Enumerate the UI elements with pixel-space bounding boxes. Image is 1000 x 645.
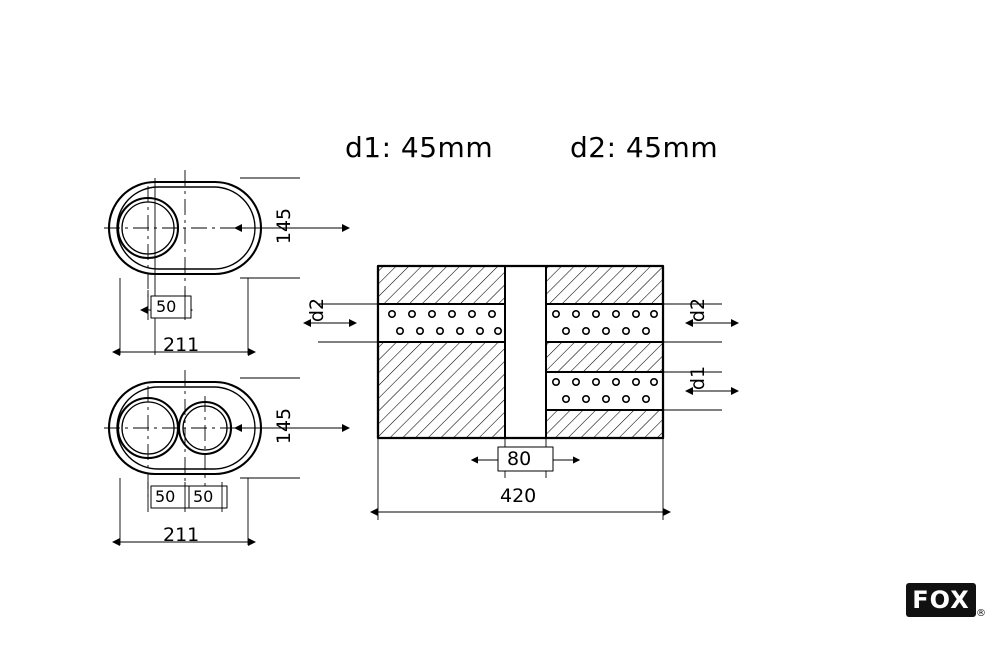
pipe-label-d2-left: d2 [306,297,329,323]
dim-145-bottom-text: 145 [273,407,296,445]
d2-diameter-label: d2: 45mm [570,131,719,164]
centerlines-top-view [104,170,300,300]
dim-50-top-text: 50 [156,297,177,316]
perforation-dots [387,309,658,403]
view-section [376,264,665,440]
fox-logo-text: FOX [912,586,970,614]
centerlines-bottom-view [104,370,300,500]
dim-211-bottom-text: 211 [163,524,200,546]
extension-lines-top-view [119,177,300,355]
extension-lines-bottom-view [119,377,300,545]
dim-50-left-text: 50 [155,487,176,506]
dim-211-top-text: 211 [163,334,200,356]
dim-50-top [140,290,193,320]
registered-mark: ® [976,608,987,619]
dim-50-50-bottom [147,482,228,512]
dim-420-text: 420 [500,485,537,507]
dim-80 [470,438,581,478]
dim-145-top-text: 145 [273,207,296,245]
dim-50-right-text: 50 [193,487,214,506]
pipe-label-d2-right: d2 [687,297,710,323]
pipe-label-d1-right: d1 [687,365,710,391]
fox-logo: FOX ® [906,583,986,619]
dim-420 [370,438,671,520]
d1-diameter-label: d1: 45mm [345,131,494,164]
pipe-dimension-lines [303,303,739,411]
dim-80-text: 80 [507,448,532,470]
